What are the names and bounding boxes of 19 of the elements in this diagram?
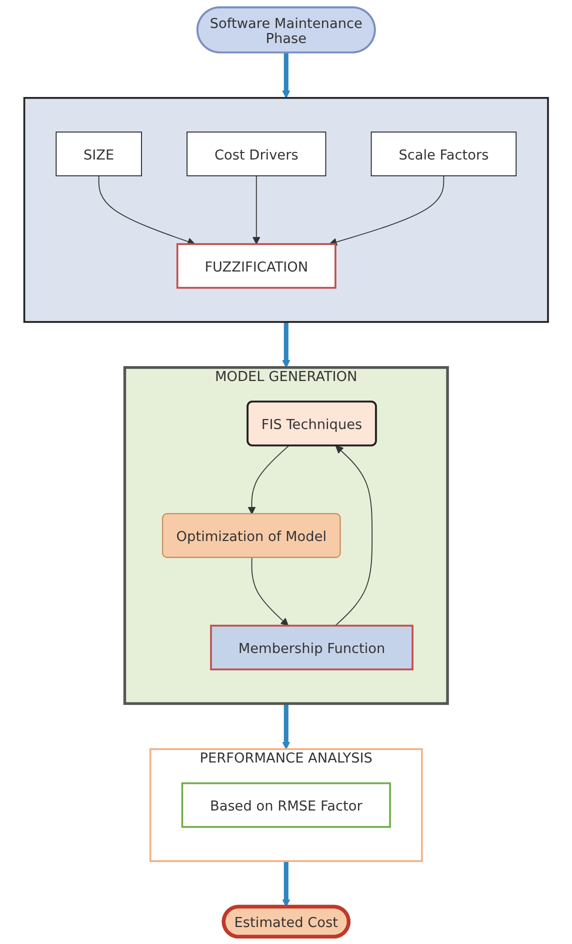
arrow: [251, 557, 288, 626]
node-box: [176, 243, 336, 289]
arrow: [282, 322, 290, 368]
arrow: [248, 445, 289, 514]
cluster: [149, 748, 423, 862]
arrow: [282, 704, 290, 750]
node-box: [210, 624, 414, 670]
node-box: [56, 132, 142, 176]
node-box: [181, 782, 391, 828]
arrow: [98, 175, 196, 246]
cluster: [23, 97, 549, 323]
cluster: [123, 366, 449, 705]
arrow: [334, 445, 372, 626]
arrow: [282, 52, 290, 98]
arrow: [252, 175, 260, 244]
arrow: [282, 861, 290, 907]
node-box: [370, 132, 516, 176]
arrow: [328, 175, 444, 246]
node-box: [186, 132, 326, 176]
